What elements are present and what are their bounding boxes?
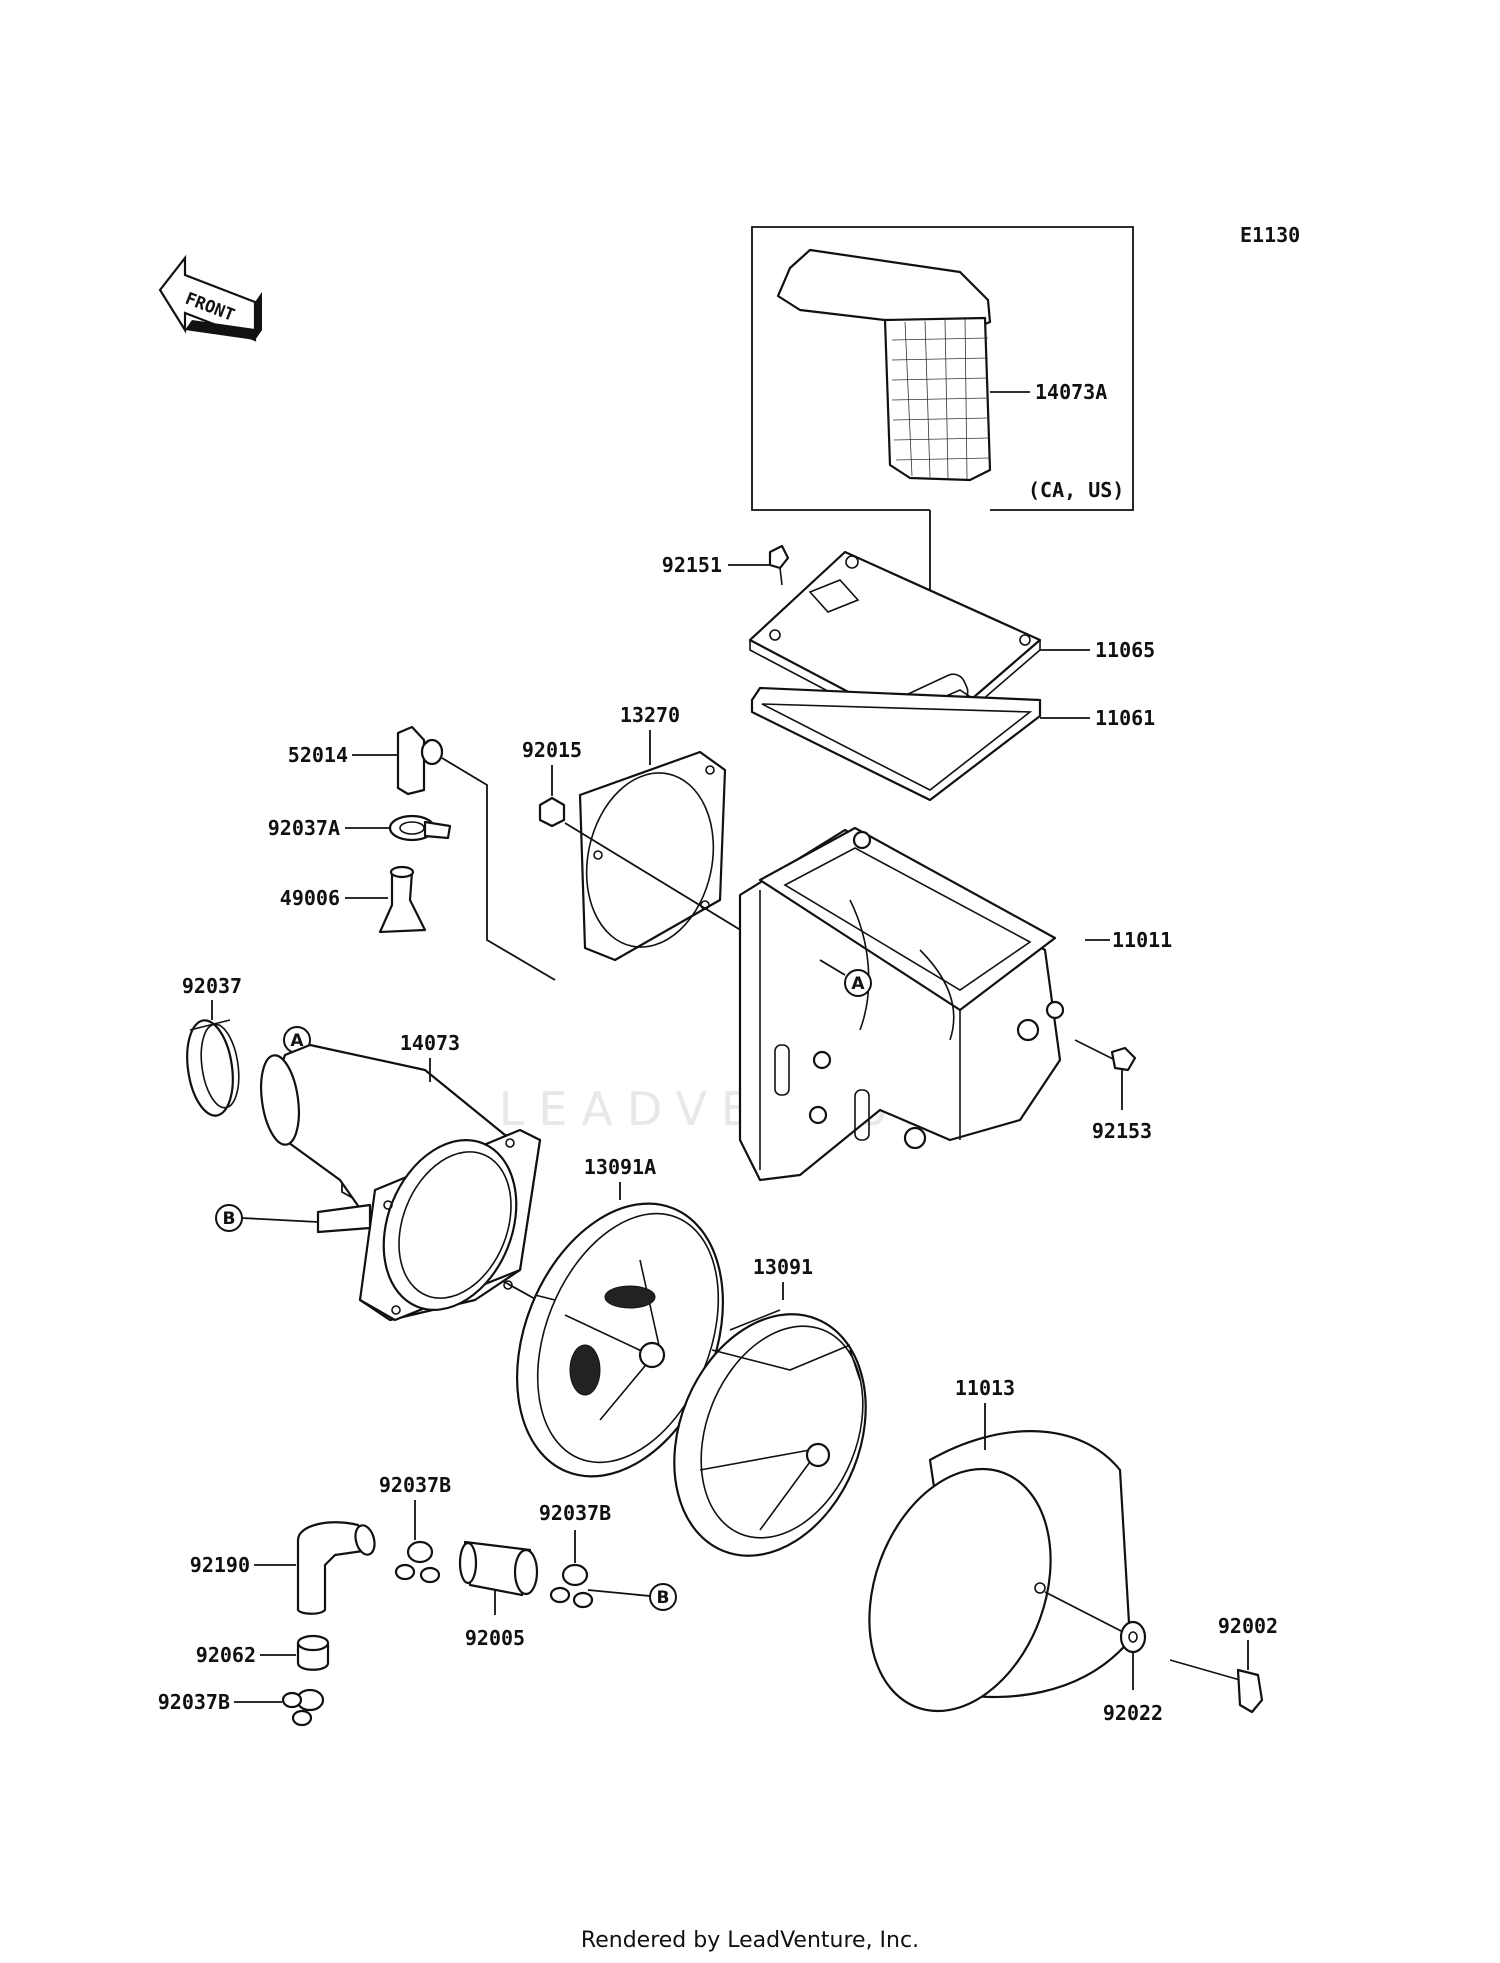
diagram-code: E1130 — [1240, 223, 1300, 247]
gasket-13270 — [578, 750, 727, 962]
label-14073A: 14073A — [1035, 380, 1107, 404]
label-13091A: 13091A — [584, 1155, 656, 1179]
label-11061: 11061 — [1095, 706, 1155, 730]
label-11013: 11013 — [955, 1376, 1015, 1400]
hose-92190 — [296, 1521, 376, 1615]
intake-duct-14073A — [776, 248, 992, 482]
ref-a-airbox: A — [844, 969, 872, 997]
wing-bolt-92002 — [1169, 1659, 1264, 1714]
gasket-11061 — [750, 686, 1042, 802]
label-92190: 92190 — [190, 1553, 250, 1577]
fitting-52014 — [396, 725, 444, 796]
footer-credit: Rendered by LeadVenture, Inc. — [580, 1928, 920, 1953]
label-92005: 92005 — [465, 1626, 525, 1650]
label-13270: 13270 — [620, 703, 680, 727]
nut-92015 — [538, 796, 566, 828]
filter-cage-13091 — [673, 1309, 867, 1557]
label-52014: 52014 — [288, 743, 348, 767]
label-92015: 92015 — [522, 738, 582, 762]
label-49006: 49006 — [280, 886, 340, 910]
filter-cap-13091A — [516, 1202, 724, 1478]
label-92002: 92002 — [1218, 1614, 1278, 1638]
bolt-92153 — [1074, 1039, 1137, 1072]
inset-box: (CA, US) 14073A — [751, 226, 1134, 511]
label-92037A: 92037A — [268, 816, 340, 840]
label-14073: 14073 — [400, 1031, 460, 1055]
screw-92151 — [768, 544, 790, 586]
svg-text:B: B — [223, 1209, 236, 1229]
clamp-92037A — [388, 814, 452, 842]
intake-duct-14073 — [260, 1043, 542, 1322]
label-92153: 92153 — [1092, 1119, 1152, 1143]
label-92037: 92037 — [182, 974, 242, 998]
label-92062: 92062 — [196, 1643, 256, 1667]
clip-92037B-1 — [394, 1540, 441, 1584]
grommet-92062 — [296, 1634, 330, 1671]
svg-text:B: B — [657, 1588, 670, 1608]
inset-note: (CA, US) — [1028, 478, 1124, 502]
filter-element-11013 — [868, 1430, 1132, 1713]
airbox-11011 — [738, 826, 1065, 1182]
label-92037B-3: 92037B — [158, 1690, 230, 1714]
label-92151: 92151 — [662, 553, 722, 577]
ref-b-clip: B — [649, 1583, 677, 1611]
svg-text:A: A — [290, 1031, 304, 1051]
pipe-92005 — [458, 1540, 539, 1597]
label-11011: 11011 — [1112, 928, 1172, 952]
svg-text:A: A — [851, 974, 865, 994]
label-92037B-1: 92037B — [379, 1473, 451, 1497]
label-13091: 13091 — [753, 1255, 813, 1279]
ref-b-duct: B — [215, 1204, 243, 1232]
label-92022: 92022 — [1103, 1701, 1163, 1725]
label-11065: 11065 — [1095, 638, 1155, 662]
clip-92037B-2 — [549, 1563, 594, 1609]
label-92037B-2: 92037B — [539, 1501, 611, 1525]
washer-92022 — [1119, 1620, 1147, 1654]
front-arrow-icon: FRONT — [158, 254, 262, 342]
clip-92037B-3 — [281, 1688, 325, 1727]
clamp-92037 — [186, 1019, 240, 1117]
nozzle-49006 — [378, 865, 427, 934]
